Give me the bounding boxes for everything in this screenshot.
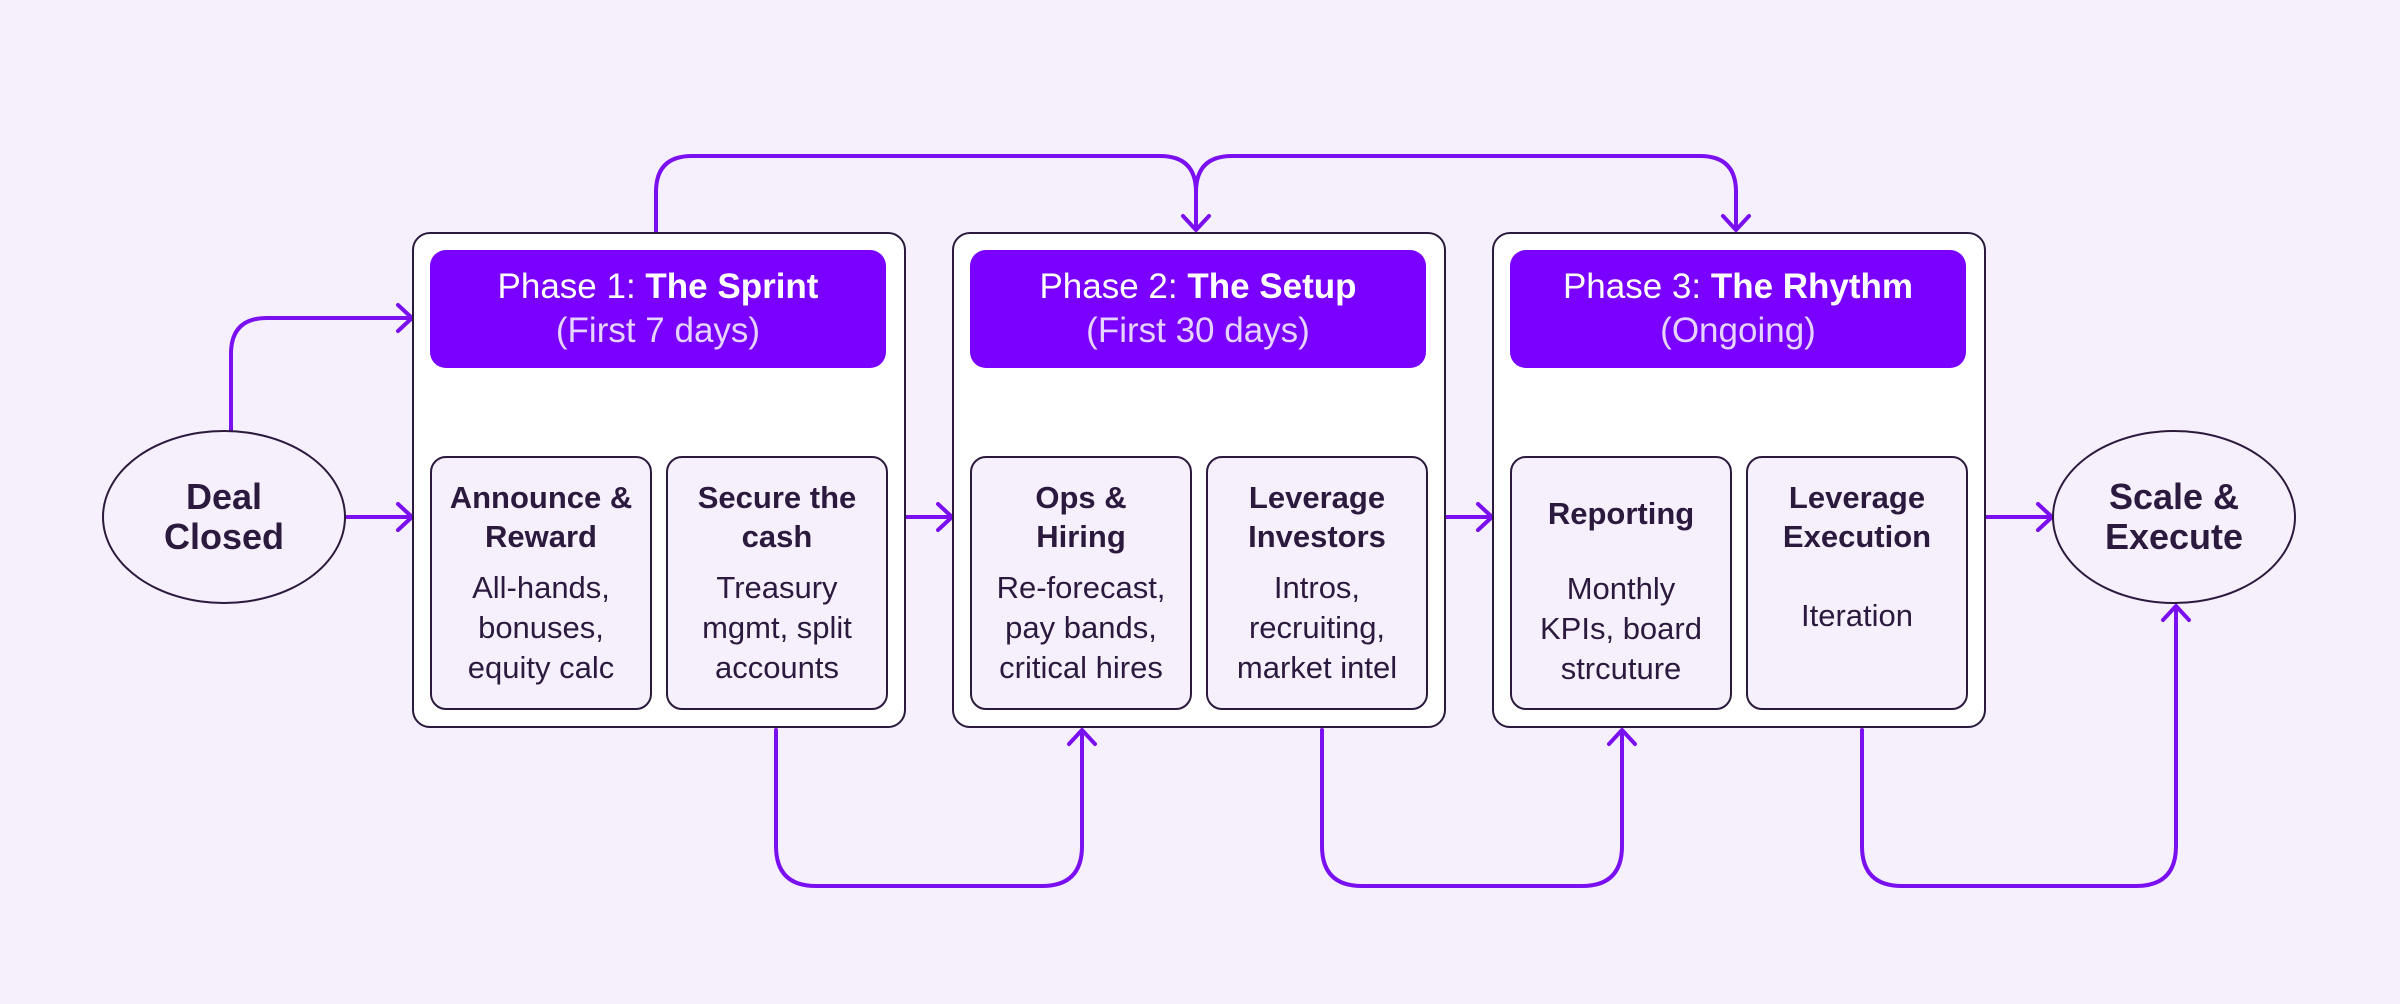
phase-3-title: Phase 3: The Rhythm	[1563, 265, 1913, 309]
end-node-scale-execute: Scale & Execute	[2052, 430, 2296, 604]
card-reporting: Reporting Monthly KPIs, board strcuture	[1510, 456, 1732, 710]
card-announce-reward: Announce & Reward All-hands, bonuses, eq…	[430, 456, 652, 710]
card-description: Intros, recruiting, market intel	[1236, 570, 1398, 685]
phase-2-title: Phase 2: The Setup	[1039, 265, 1356, 309]
connector-execution-to-end	[1860, 606, 2178, 888]
phase-3-name: The Rhythm	[1710, 267, 1914, 306]
arrowhead	[1181, 214, 1211, 232]
card-title: Secure the cash	[697, 480, 857, 554]
arrowhead	[1067, 728, 1097, 746]
arrowhead	[2161, 604, 2191, 622]
connector-secure-cash-to-ops	[774, 728, 1084, 888]
card-description: Re-forecast, pay bands, critical hires	[996, 570, 1166, 685]
phase-2-subtitle: (First 30 days)	[1086, 311, 1310, 350]
card-leverage-investors: Leverage Investors Intros, recruiting, m…	[1206, 456, 1428, 710]
card-leverage-execution: Leverage Execution Iteration	[1746, 456, 1968, 710]
connector-phase2-top-to-phase3	[1194, 154, 1738, 230]
card-secure-cash: Secure the cash Treasury mgmt, split acc…	[666, 456, 888, 710]
card-title: Announce & Reward	[449, 480, 633, 554]
card-description: Monthly KPIs, board strcuture	[1540, 571, 1702, 686]
phase-1-header: Phase 1: The Sprint (First 7 days)	[430, 250, 886, 368]
card-description: All-hands, bonuses, equity calc	[467, 570, 615, 685]
card-description: Iteration	[1800, 598, 1913, 633]
connector-phase1-top-to-phase2	[654, 154, 1198, 234]
phase-1-title: Phase 1: The Sprint	[498, 265, 819, 309]
phase-1-name: The Sprint	[645, 267, 819, 306]
card-description: Treasury mgmt, split accounts	[702, 570, 852, 685]
start-node-deal-closed: Deal Closed	[102, 430, 346, 604]
phase-3-subtitle: (Ongoing)	[1660, 311, 1816, 350]
phase-3-prefix: Phase 3:	[1562, 267, 1711, 306]
phase-3-header: Phase 3: The Rhythm (Ongoing)	[1510, 250, 1966, 368]
arrowhead	[1721, 214, 1751, 232]
arrowhead	[1607, 728, 1637, 746]
phase-2-name: The Setup	[1187, 267, 1357, 306]
phase-2-header: Phase 2: The Setup (First 30 days)	[970, 250, 1426, 368]
card-ops-hiring: Ops & Hiring Re-forecast, pay bands, cri…	[970, 456, 1192, 710]
card-title: Leverage Investors	[1248, 480, 1386, 554]
phase-1-prefix: Phase 1:	[497, 267, 646, 306]
connector-investors-to-reporting	[1320, 728, 1624, 888]
phase-1-subtitle: (First 7 days)	[555, 311, 761, 350]
phase-2-prefix: Phase 2:	[1039, 267, 1188, 306]
card-title: Reporting	[1547, 496, 1695, 531]
card-title: Ops & Hiring	[1035, 480, 1127, 554]
connector-start-to-phase1-top	[229, 316, 412, 432]
card-title: Leverage Execution	[1782, 480, 1932, 554]
